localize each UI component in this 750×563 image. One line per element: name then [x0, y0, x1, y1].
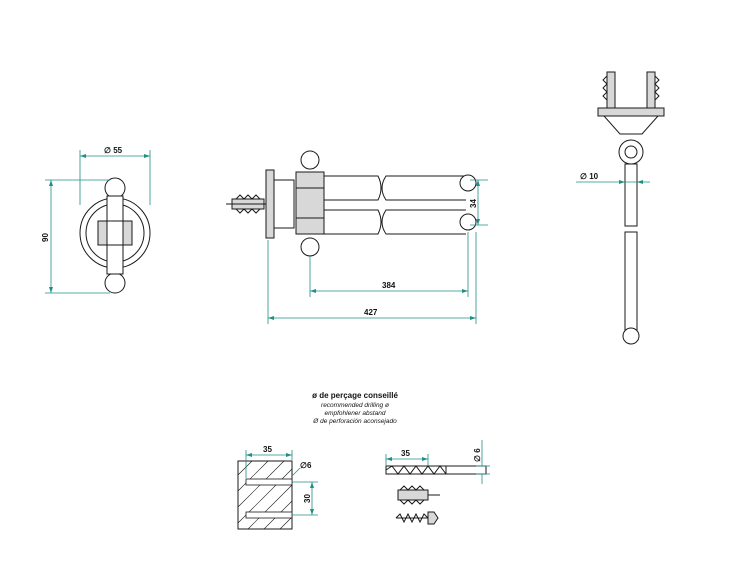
front-top-knob: [104, 177, 126, 199]
lower-arm-right: [381, 209, 466, 235]
end-bracket: [602, 115, 660, 135]
front-view: ∅ 55 90: [41, 146, 151, 294]
end-hinge-ring: [618, 139, 644, 165]
end-rod-lower: [624, 231, 638, 331]
drill-bit-icon: 35 ∅ 6: [385, 440, 490, 484]
dim-drill-diameter: ∅ 6: [473, 448, 482, 462]
dim-arm-spacing: 34: [469, 199, 478, 208]
side-top-knob: [300, 150, 320, 170]
drilling-block: 35 ∅6 30: [237, 445, 318, 530]
dim-block-height: 30: [303, 494, 312, 503]
dim-rod-diameter: ∅ 10: [580, 172, 599, 181]
wall-plate: [265, 169, 275, 239]
drilling-note-line-es: Ø de perforación aconsejado: [312, 418, 397, 425]
drilling-note-line-de: empfohlener abstand: [324, 410, 385, 417]
base-block: [273, 179, 295, 229]
screw-icon: [395, 511, 439, 525]
front-bottom-knob: [104, 272, 126, 294]
side-bottom-knob: [300, 237, 320, 257]
end-view: ∅ 10: [576, 71, 665, 345]
dim-drill-length: 35: [401, 449, 410, 458]
dim-block-hole: ∅6: [300, 461, 312, 470]
block-hole-bottom: [245, 511, 293, 519]
dim-block-width: 35: [263, 445, 272, 454]
wall-plug-icon: [226, 194, 270, 214]
hinge-column: [295, 171, 325, 235]
lower-arm-end: [459, 213, 477, 231]
dim-front-height: 90: [41, 233, 50, 242]
upper-arm-end: [459, 174, 477, 192]
wall-plug-icon: [397, 485, 440, 505]
upper-arm-right: [381, 175, 466, 201]
side-view: 34 384 427: [226, 150, 488, 324]
end-wall-plug-left: [602, 71, 616, 111]
dim-arm-length: 384: [382, 281, 396, 290]
end-rod-knob: [622, 327, 640, 345]
dim-total-length: 427: [364, 308, 378, 317]
drilling-note-title: ø de perçage conseillé: [312, 391, 398, 400]
end-wall-plate: [597, 107, 665, 117]
dim-front-diameter: ∅ 55: [104, 146, 123, 155]
front-shaft: [106, 195, 124, 275]
drilling-note: ø de perçage conseillé recommended drill…: [312, 391, 398, 425]
drilling-note-line-en: recommended drilling ø: [321, 402, 389, 409]
block-hole-top: [245, 478, 293, 486]
end-wall-plug-right: [646, 71, 660, 111]
end-rod-upper: [624, 163, 638, 227]
lower-arm-left: [324, 209, 382, 235]
upper-arm-left: [324, 175, 382, 201]
